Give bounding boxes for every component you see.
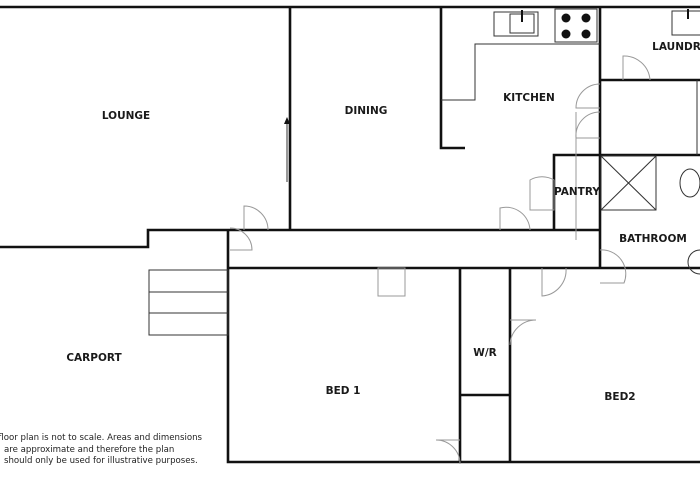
room-label-kitchen: KITCHEN <box>503 92 555 104</box>
sink-icon <box>493 11 539 37</box>
bathroom-fixtures <box>679 168 700 275</box>
room-label-bed1: BED 1 <box>325 385 361 397</box>
laundry-tub-icon <box>671 9 700 36</box>
toilet-icon <box>679 168 700 198</box>
room-label-carport: CARPORT <box>66 352 122 364</box>
room-label-pantry: PANTRY <box>554 186 600 198</box>
doors <box>229 55 651 465</box>
shower-icon <box>600 155 657 211</box>
basin-icon <box>687 249 700 275</box>
room-label-bed2: BED2 <box>604 391 636 403</box>
stairs <box>148 269 229 336</box>
room-label-dining: DINING <box>344 105 388 117</box>
kitchen-counter <box>441 8 600 101</box>
room-label-bathroom: BATHROOM <box>619 233 687 245</box>
room-label-laundry: LAUNDRY <box>652 41 700 53</box>
stove-icon <box>554 8 598 43</box>
disclaimer-text: This floor plan is not to scale. Areas a… <box>0 433 203 466</box>
room-label-wr: W/R <box>473 347 497 359</box>
room-label-lounge: LOUNGE <box>101 110 151 122</box>
sliding-door <box>284 117 290 182</box>
